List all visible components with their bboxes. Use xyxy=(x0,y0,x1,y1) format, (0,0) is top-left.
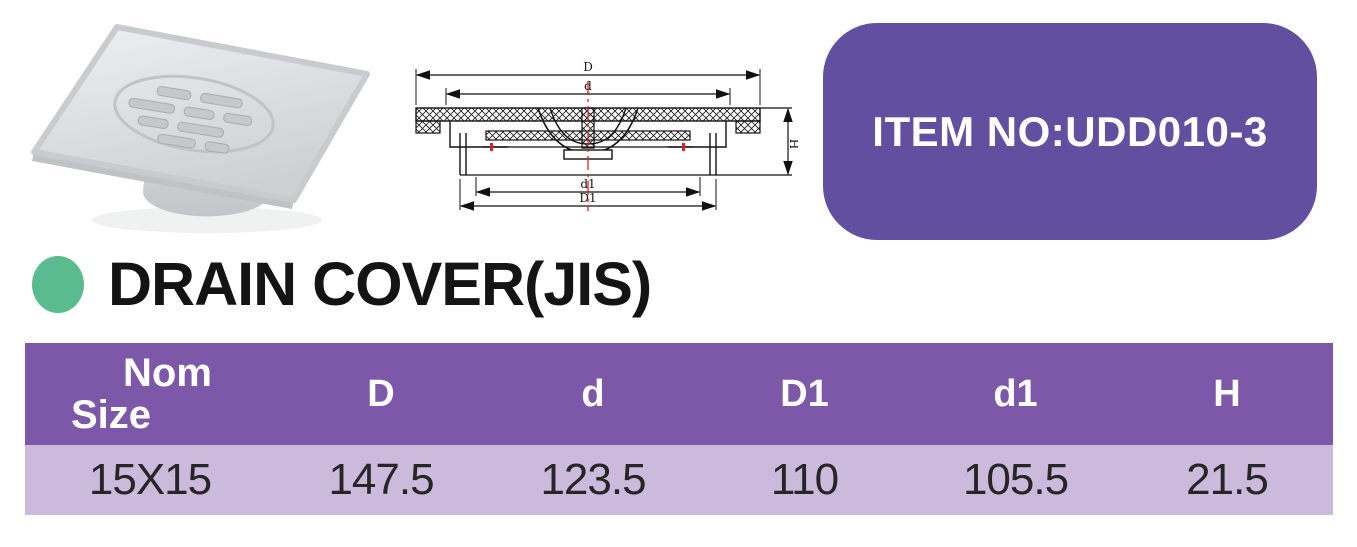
item-number-badge: ITEM NO:UDD010-3 xyxy=(823,23,1317,240)
header-nom-size: Nom Size xyxy=(25,343,275,445)
table-data-row: 15X15 147.5 123.5 110 105.5 21.5 xyxy=(25,445,1333,515)
bullet-icon xyxy=(32,256,84,313)
value-D: 147.5 xyxy=(328,455,434,504)
page-title: DRAIN COVER(JIS) xyxy=(108,250,652,318)
header-D1: D1 xyxy=(780,372,829,415)
header-d1: d1 xyxy=(993,372,1038,415)
header-H: H xyxy=(1213,372,1241,415)
spec-table: Nom Size D d D1 d1 H 15X15 147.5 123.5 1… xyxy=(25,343,1333,515)
drain-cover-photo-illustration xyxy=(31,24,370,233)
right-end-block xyxy=(735,120,761,134)
value-d1: 105.5 xyxy=(962,455,1069,504)
red-mark-right xyxy=(682,143,685,151)
photo-shadow xyxy=(92,207,322,233)
header-d: d xyxy=(581,372,605,415)
value-d: 123.5 xyxy=(540,455,646,504)
value-H: 21.5 xyxy=(1186,455,1269,504)
value-nom-size: 15X15 xyxy=(88,455,212,504)
header-nom-line1: Nom xyxy=(123,351,212,395)
dim-label-H: H xyxy=(787,139,798,149)
section-heading: DRAIN COVER(JIS) xyxy=(0,248,1357,328)
header-nom-line2: Size xyxy=(71,393,152,437)
dim-label-D1: D1 xyxy=(579,191,596,205)
red-mark-left xyxy=(490,143,493,151)
left-end-block xyxy=(415,120,441,134)
technical-drawing: D d H d1 D1 xyxy=(398,55,801,213)
table-header-row: Nom Size D d D1 d1 H xyxy=(25,343,1333,445)
cross-section-diagram: D d H d1 D1 xyxy=(415,60,801,211)
header-D: D xyxy=(367,372,395,415)
grille-slots xyxy=(113,74,275,154)
item-number-label: ITEM NO:UDD010-3 xyxy=(872,107,1268,155)
dim-label-D: D xyxy=(583,60,593,74)
spigot-walls xyxy=(459,133,717,175)
value-D1: 110 xyxy=(770,455,839,504)
product-photo xyxy=(22,22,380,240)
